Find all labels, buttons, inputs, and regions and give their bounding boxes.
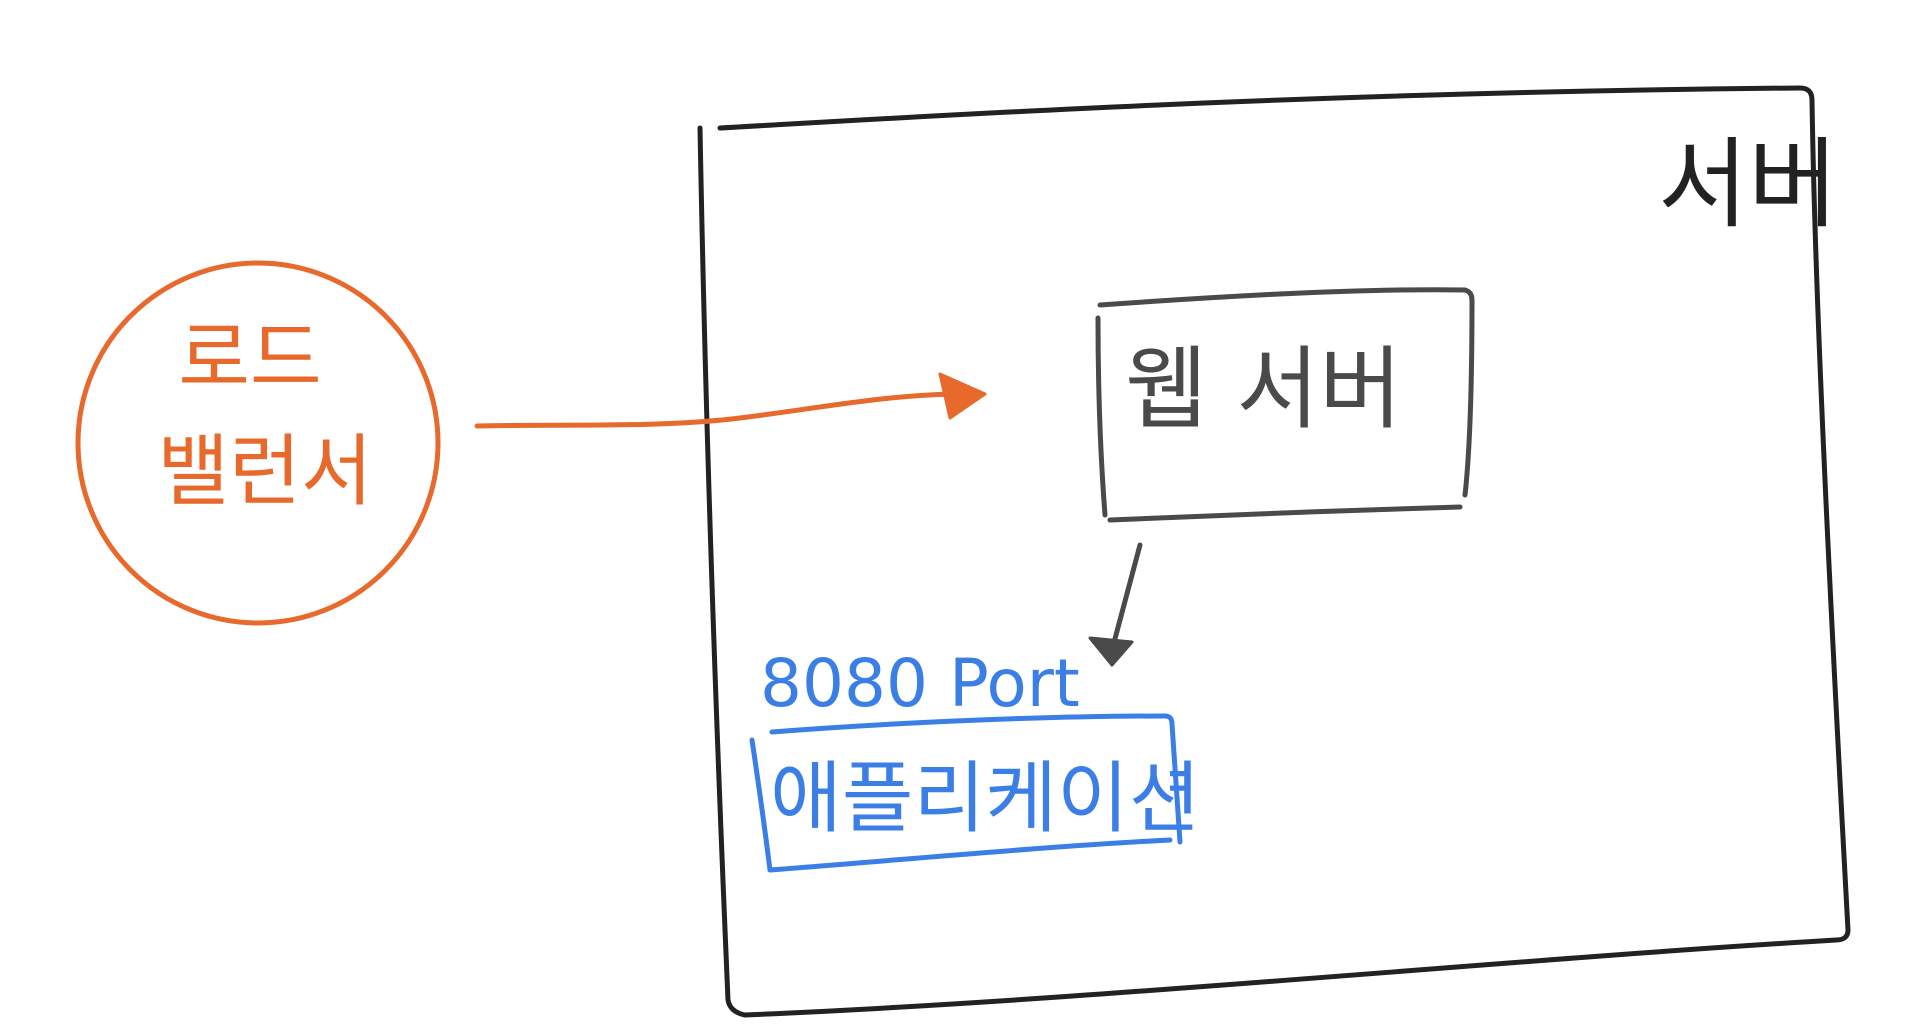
arrow-head-orange — [938, 372, 987, 420]
load-balancer-label-line2: 밸런서 — [157, 427, 372, 517]
web-server-node: 웹 서버 — [1095, 287, 1475, 523]
application-port-label: 8080 Port — [760, 645, 1080, 722]
load-balancer-to-web-server-arrow — [474, 372, 987, 429]
application-box — [749, 713, 1183, 873]
load-balancer-circle — [75, 260, 441, 626]
application-node: 8080 Port 애플리케이션 — [749, 645, 1201, 873]
load-balancer-label-line1: 로드 — [178, 314, 322, 404]
application-label: 애플리케이션 — [770, 754, 1201, 844]
arrow-head-gray — [1088, 636, 1134, 667]
server-box — [697, 85, 1851, 1018]
load-balancer-node: 로드 밸런서 — [75, 260, 441, 626]
web-server-to-application-arrow — [1088, 542, 1143, 667]
arrow-line-orange — [474, 391, 953, 429]
server-node: 서버 — [697, 85, 1851, 1018]
server-label: 서버 — [1658, 128, 1838, 242]
arrow-line-gray — [1109, 542, 1143, 653]
web-server-label: 웹 서버 — [1125, 337, 1402, 442]
web-server-box — [1095, 287, 1475, 523]
